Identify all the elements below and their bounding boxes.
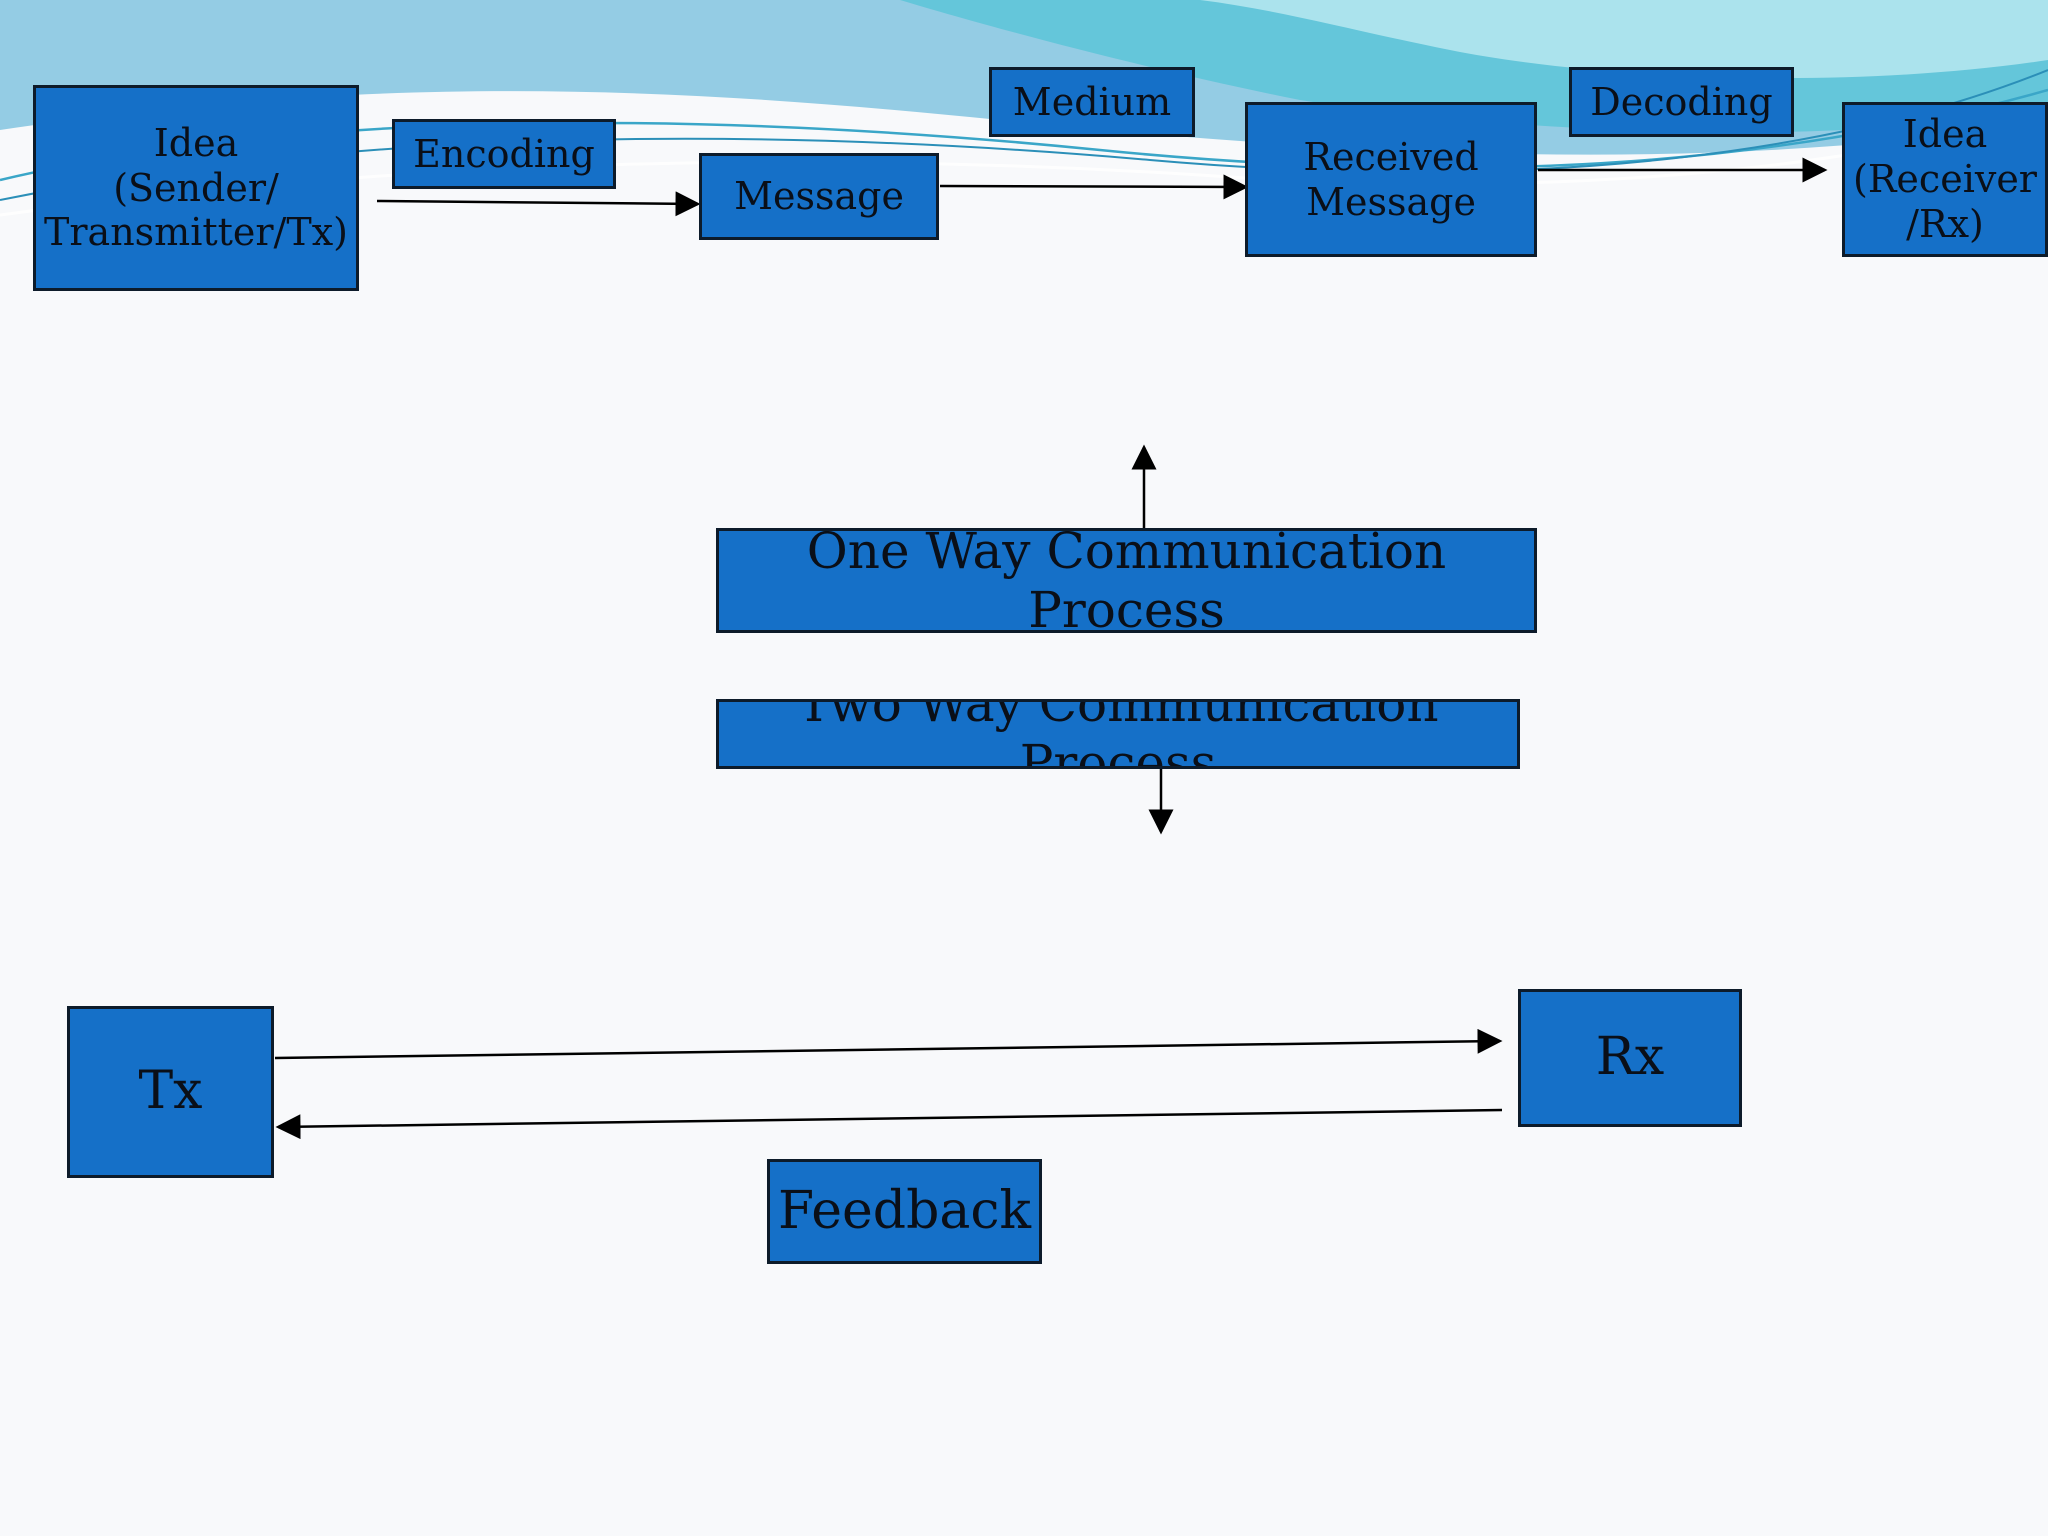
arrow-rx-to-tx-feedback bbox=[275, 1108, 1503, 1140]
arrow-tx-to-rx bbox=[274, 1028, 1503, 1060]
arrow-idea-to-message bbox=[376, 191, 701, 217]
two-way-title-box: Two Way Communication Process bbox=[716, 699, 1520, 769]
tx-box: Tx bbox=[67, 1006, 274, 1178]
encoding-label-box: Encoding bbox=[392, 119, 616, 189]
message-box: Message bbox=[699, 153, 939, 240]
rx-box: Rx bbox=[1518, 989, 1742, 1127]
arrow-message-to-received bbox=[939, 174, 1249, 200]
decoding-label-box: Decoding bbox=[1569, 67, 1794, 137]
sender-idea-box: Idea (Sender/ Transmitter/Tx) bbox=[33, 85, 359, 291]
one-way-title-box: One Way Communication Process bbox=[716, 528, 1537, 633]
receiver-idea-box: Idea (Receiver /Rx) bbox=[1842, 102, 2048, 257]
medium-label-box: Medium bbox=[989, 67, 1195, 137]
received-message-box: Received Message bbox=[1245, 102, 1537, 257]
feedback-label-box: Feedback bbox=[767, 1159, 1042, 1264]
